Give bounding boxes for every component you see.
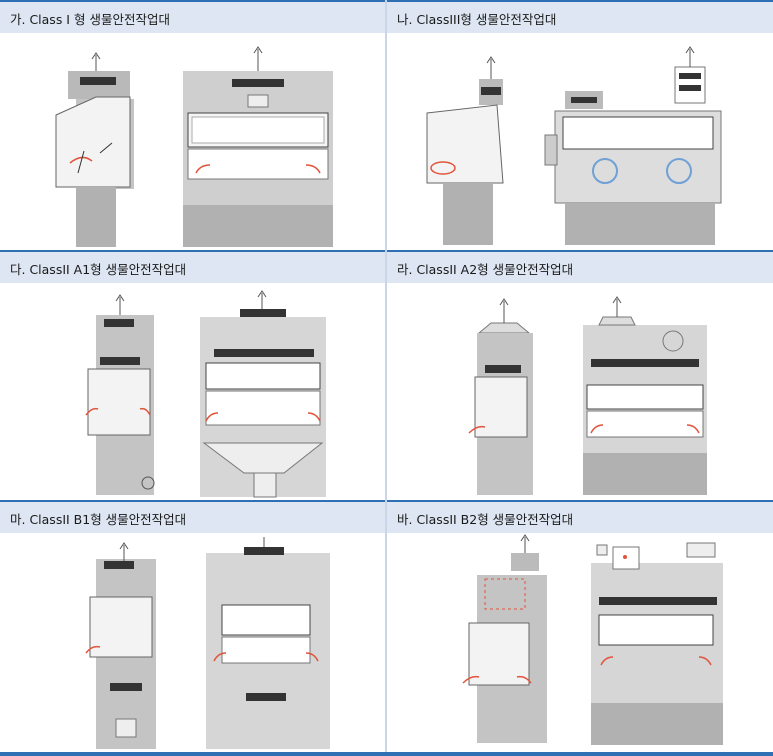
panel-header: 라. ClassII A2형 생물안전작업대 xyxy=(387,250,773,283)
panel-class-ii-b2: 바. ClassII B2형 생물안전작업대 xyxy=(387,500,773,752)
class-ii-b2-cabinet-drawing xyxy=(462,534,723,745)
panel-title: 다. ClassII A1형 생물안전작업대 xyxy=(10,262,187,277)
panel-title: 마. ClassII B1형 생물안전작업대 xyxy=(10,512,187,527)
panel-class-i: 가. Class I 형 생물안전작업대 xyxy=(0,0,385,248)
class-ii-a1-cabinet-drawing xyxy=(85,290,326,498)
panel-header: 마. ClassII B1형 생물안전작업대 xyxy=(0,500,385,533)
panel-class-ii-a2: 라. ClassII A2형 생물안전작업대 xyxy=(387,250,773,498)
bottom-rule xyxy=(0,752,773,756)
panel-header: 가. Class I 형 생물안전작업대 xyxy=(0,0,385,33)
panel-class-iii: 나. ClassIII형 생물안전작업대 xyxy=(387,0,773,248)
class-ii-b1-cabinet-drawing xyxy=(85,537,330,749)
class-i-cabinet-drawing xyxy=(55,46,333,247)
center-divider xyxy=(385,0,387,756)
panel-title: 가. Class I 형 생물안전작업대 xyxy=(10,12,170,27)
panel-header: 바. ClassII B2형 생물안전작업대 xyxy=(387,500,773,533)
class-iii-cabinet-drawing xyxy=(426,46,722,245)
panel-title: 나. ClassIII형 생물안전작업대 xyxy=(397,12,557,27)
panel-header: 다. ClassII A1형 생물안전작업대 xyxy=(0,250,385,283)
panel-title: 바. ClassII B2형 생물안전작업대 xyxy=(397,512,574,527)
panel-class-ii-a1: 다. ClassII A1형 생물안전작업대 xyxy=(0,250,385,498)
panel-class-ii-b1: 마. ClassII B1형 생물안전작업대 xyxy=(0,500,385,752)
panel-header: 나. ClassIII형 생물안전작업대 xyxy=(387,0,773,33)
panel-title: 라. ClassII A2형 생물안전작업대 xyxy=(397,262,574,277)
class-ii-a2-cabinet-drawing xyxy=(468,296,707,495)
